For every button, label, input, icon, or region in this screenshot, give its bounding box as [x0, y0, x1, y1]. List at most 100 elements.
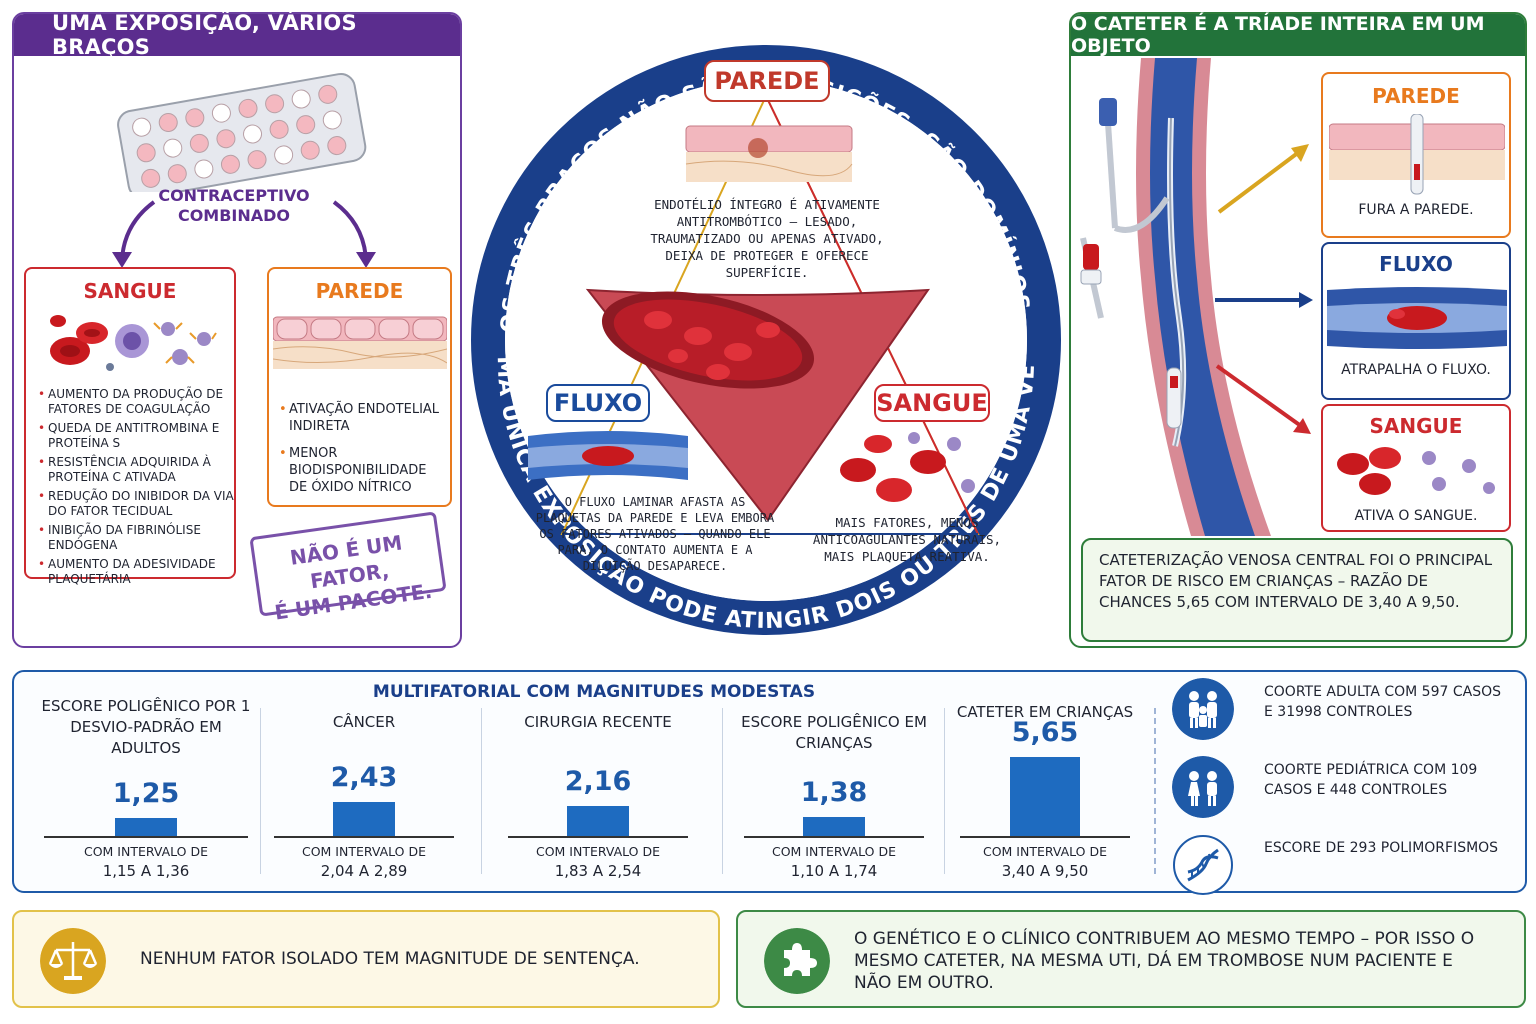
stat-value: 1,25 [112, 778, 180, 809]
cohort-pediatric-text: COORTE PEDIÁTRICA COM 109 CASOS E 448 CO… [1264, 762, 1478, 798]
stat-value: 5,65 [1011, 716, 1079, 748]
right-flow-caption: ATRAPALHA O FLUXO. [1341, 362, 1491, 378]
right-flow-box: FLUXO ATRAPALHA O FLUXO. [1321, 242, 1511, 400]
pill [265, 94, 285, 114]
stat-value: 2,16 [564, 765, 632, 797]
pill [243, 124, 263, 144]
pill [220, 154, 240, 174]
stat-label: ESCORE POLIGÊNICO EM CRIANÇAS [741, 713, 927, 752]
pill [194, 159, 214, 179]
stats-title: MULTIFATORIAL COM MAGNITUDES MODESTAS [372, 682, 816, 702]
center-wall-tag: PAREDE [704, 60, 830, 102]
left-wall-box: PAREDE ATIVAÇÃO ENDOTELIAL INDIRETA MENO… [267, 267, 452, 507]
right-panel-title: O CATETER É A TRÍADE INTEIRA EM UM OBJET… [1071, 13, 1525, 57]
right-wall-box: PAREDE FURA A PAREDE. [1321, 72, 1511, 238]
stat-label: CÂNCER [332, 713, 396, 731]
stat-ci-value: 1,15 A 1,36 [102, 862, 190, 880]
center-circle: OS TRÊS BRAÇOS NÃO SÃO EXPOSIÇÕES, SÃO D… [458, 0, 1061, 635]
cohort-adult: COORTE ADULTA COM 597 CASOS E 31998 CONT… [1172, 678, 1512, 742]
pill [158, 112, 178, 132]
left-blood-box: SANGUE AUMENTO DA PRODUÇÃO DE FATORES DE… [24, 267, 236, 586]
pill [274, 145, 294, 165]
bottom-right-text: O GENÉTICO E O CLÍNICO CONTRIBUEM AO MES… [854, 929, 1475, 993]
scale-icon [40, 928, 106, 994]
stat-value: 2,43 [330, 761, 398, 793]
pill [238, 98, 258, 118]
stat-separator [481, 708, 482, 874]
pill [247, 150, 267, 170]
stat-ci-label: COM INTERVALO DE [535, 844, 661, 859]
pill-blister-icon [117, 72, 367, 192]
blood-list-item: INIBIÇÃO DA FIBRINÓLISE ENDÓGENA [38, 523, 234, 553]
blood-list-item: AUMENTO DA PRODUÇÃO DE FATORES DE COAGUL… [38, 387, 234, 417]
stat-bar [1010, 756, 1080, 836]
pill [211, 103, 231, 123]
blood-list-item: AUMENTO DA ADESIVIDADE PLAQUETÁRIA [38, 557, 234, 587]
pill [167, 164, 187, 184]
stat-axis [744, 836, 924, 838]
center-flow-text: O FLUXO LAMINAR AFASTA AS PLAQUETAS DA P… [535, 495, 775, 573]
stat-ci-label: COM INTERVALO DE [301, 844, 427, 859]
center-wall-illustration [685, 125, 853, 182]
right-flow-title: FLUXO [1379, 252, 1453, 276]
center-flow-illustration [528, 431, 688, 480]
pill [141, 168, 161, 188]
cohort-score-text: ESCORE DE 293 POLIMORFISMOS [1264, 840, 1499, 856]
right-wall-title: PAREDE [1372, 84, 1460, 108]
vessel-wall-icon [273, 316, 447, 369]
stat-ci-label: COM INTERVALO DE [982, 844, 1108, 859]
stat-axis [44, 836, 248, 838]
stat-ci-value: 1,83 A 2,54 [554, 862, 642, 880]
pill [296, 115, 316, 135]
bottom-left-text: NENHUM FATOR ISOLADO TEM MAGNITUDE DE SE… [140, 949, 640, 969]
stat-separator [944, 708, 945, 874]
stat-bar [333, 801, 395, 836]
stat-bar [803, 816, 865, 836]
cohort-score: ESCORE DE 293 POLIMORFISMOS [1172, 834, 1512, 898]
stat-label: ESCORE POLIGÊNICO POR 1 DESVIO-PADRÃO EM… [41, 697, 251, 757]
split-arrows-icon [112, 200, 376, 268]
cohort-adult-text: COORTE ADULTA COM 597 CASOS E 31998 CONT… [1264, 684, 1501, 720]
stat-axis [508, 836, 688, 838]
stat-separator [260, 708, 261, 874]
center-blood-tag: SANGUE [874, 384, 990, 422]
stat-ci-value: 2,04 A 2,89 [320, 862, 408, 880]
blood-list-item: QUEDA DE ANTITROMBINA E PROTEÍNA S [38, 421, 234, 451]
center-blood-text: MAIS FATORES, MENOS ANTICOAGULANTES NATU… [812, 515, 1002, 564]
stat-axis [274, 836, 454, 838]
right-blood-caption: ATIVA O SANGUE. [1354, 508, 1478, 524]
catheter-vein-illustration [1080, 58, 1271, 536]
blood-list-item: RESISTÊNCIA ADQUIRIDA À PROTEÍNA C ATIVA… [38, 455, 234, 485]
center-wall-text: ENDOTÉLIO ÍNTEGRO É ATIVAMENTE ANTITROMB… [650, 197, 884, 280]
stat-bar [115, 818, 177, 836]
bottom-left-callout: NENHUM FATOR ISOLADO TEM MAGNITUDE DE SE… [12, 910, 720, 1008]
pill [269, 119, 289, 139]
pill [189, 133, 209, 153]
left-wall-title: PAREDE [315, 279, 404, 303]
pill [322, 110, 342, 130]
right-blood-box: SANGUE ATIVA O SANGUE. [1321, 404, 1511, 532]
catheter-arrows [1215, 144, 1313, 434]
pill [291, 89, 311, 109]
puzzle-icon [764, 928, 830, 994]
dna-icon [1173, 835, 1233, 895]
stat-ci-value: 1,10 A 1,74 [790, 862, 878, 880]
center-vessel-illustration [585, 288, 930, 522]
flow-obstruction-icon [1327, 287, 1507, 349]
left-blood-list: AUMENTO DA PRODUÇÃO DE FATORES DE COAGUL… [38, 387, 234, 591]
activated-blood-icon [1337, 447, 1495, 495]
stat-label: CIRURGIA RECENTE [524, 713, 672, 731]
bottom-right-callout: O GENÉTICO E O CLÍNICO CONTRIBUEM AO MES… [736, 910, 1526, 1008]
children-icon [1172, 756, 1234, 818]
stat-ci-label: COM INTERVALO DE [771, 844, 897, 859]
blood-cells-icon [50, 315, 217, 371]
right-blood-title: SANGUE [1369, 414, 1463, 438]
stat-value: 1,38 [800, 776, 868, 808]
stat-column: ESCORE POLIGÊNICO POR 1 DESVIO-PADRÃO EM… [34, 672, 258, 891]
wall-list-item: ATIVAÇÃO ENDOTELIAL INDIRETA [279, 401, 447, 435]
pill [185, 108, 205, 128]
pill [318, 84, 338, 104]
